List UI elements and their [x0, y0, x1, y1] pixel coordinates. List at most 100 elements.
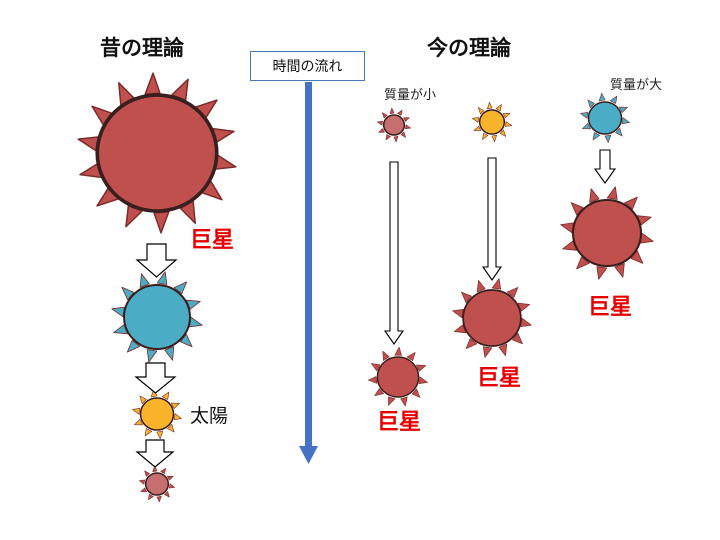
star-spike: [134, 419, 143, 426]
star-spike: [582, 123, 591, 130]
star-spike: [587, 99, 595, 109]
new-theory-giant-label-large: 巨星: [588, 295, 633, 320]
star-spike: [389, 107, 395, 114]
star-spike: [156, 271, 168, 285]
star-spike: [406, 352, 416, 361]
star-spike: [148, 494, 154, 501]
old-dwarf-star: [139, 465, 175, 503]
star-spike: [609, 95, 618, 104]
star-spike: [619, 106, 628, 113]
star-body: [123, 284, 191, 350]
star-spike: [476, 280, 486, 293]
star-spike: [482, 346, 493, 358]
down-arrow: [481, 157, 503, 281]
star-spike: [498, 343, 508, 356]
star-spike: [400, 396, 408, 407]
star-spike: [477, 107, 485, 115]
star-spike: [152, 465, 158, 473]
star-spike: [472, 117, 480, 123]
stars-layer: [77, 72, 654, 503]
star-body: [462, 289, 522, 347]
star-spike: [173, 281, 188, 295]
star-spike: [394, 346, 402, 356]
star-spike: [512, 332, 523, 345]
star-spike: [502, 113, 511, 119]
sun-label: 太陽: [190, 405, 229, 427]
star-spike: [164, 491, 170, 498]
small-mass-label: 質量が小: [384, 88, 437, 103]
star-spike: [370, 363, 381, 372]
star-spike: [388, 396, 396, 406]
star-spike: [367, 376, 378, 384]
star-spike: [156, 495, 162, 503]
star-spike: [139, 479, 145, 485]
star-spike: [167, 423, 175, 433]
star-spike: [506, 287, 519, 298]
star-body: [139, 397, 175, 431]
old-theory-giant-label: 巨星: [190, 228, 235, 253]
star-spike: [121, 286, 135, 301]
star-spike: [621, 117, 630, 125]
down-arrow: [134, 362, 177, 394]
star-spike: [144, 428, 153, 437]
star-body: [571, 198, 643, 268]
star-spike: [580, 111, 589, 119]
new-theory-giant-label-small: 巨星: [377, 410, 422, 435]
star-spike: [189, 316, 203, 328]
star-spike: [604, 134, 612, 144]
star-spike: [461, 291, 472, 304]
star-spike: [173, 413, 182, 421]
old-giant-star: [77, 72, 237, 234]
time-flow-label: 時間の流れ: [250, 51, 365, 81]
star-spike: [140, 487, 147, 493]
star-spike: [405, 124, 412, 130]
star-spike: [374, 388, 385, 397]
star-spike: [482, 132, 489, 140]
star-spike: [378, 128, 385, 133]
star-spike: [495, 104, 502, 112]
star-spike: [560, 222, 574, 234]
time-flow-arrow: [299, 82, 318, 464]
new-sun-mass-star: [472, 101, 512, 143]
star-spike: [156, 430, 164, 440]
star-body: [95, 93, 219, 213]
star-spike: [167, 475, 174, 481]
star-spike: [160, 467, 166, 474]
star-spike: [144, 470, 150, 477]
star-spike: [465, 338, 478, 349]
star-spike: [179, 333, 193, 348]
star-spike: [171, 402, 180, 409]
star-spike: [473, 125, 482, 131]
star-spike: [161, 391, 170, 400]
star-spike: [640, 232, 654, 244]
star-body: [144, 472, 170, 496]
down-arrow: [383, 161, 405, 345]
star-spike: [169, 483, 175, 489]
star-spike: [598, 92, 606, 102]
star-spike: [499, 129, 507, 137]
star-spike: [146, 349, 158, 363]
new-small-giant-star: [367, 346, 428, 407]
star-spike: [418, 376, 428, 384]
old-blue-star: [111, 271, 203, 363]
star-spike: [111, 306, 125, 318]
star-spike: [504, 121, 512, 127]
star-spike: [144, 72, 161, 95]
new-small-mass-star: [376, 107, 412, 143]
star-spike: [385, 134, 391, 141]
star-spike: [416, 364, 427, 372]
new-theory-title: 今の理論: [427, 36, 511, 60]
down-arrow: [135, 439, 175, 468]
star-body: [376, 356, 420, 398]
star-spike: [132, 407, 141, 415]
star-spike: [164, 346, 175, 361]
new-large-mass-star: [580, 92, 630, 144]
star-spike: [576, 256, 590, 270]
new-large-giant-star: [560, 186, 654, 280]
old-theory-title: 昔の理論: [100, 36, 184, 60]
star-spike: [126, 339, 141, 353]
star-spike: [376, 120, 383, 126]
old-sun-star: [132, 388, 182, 440]
